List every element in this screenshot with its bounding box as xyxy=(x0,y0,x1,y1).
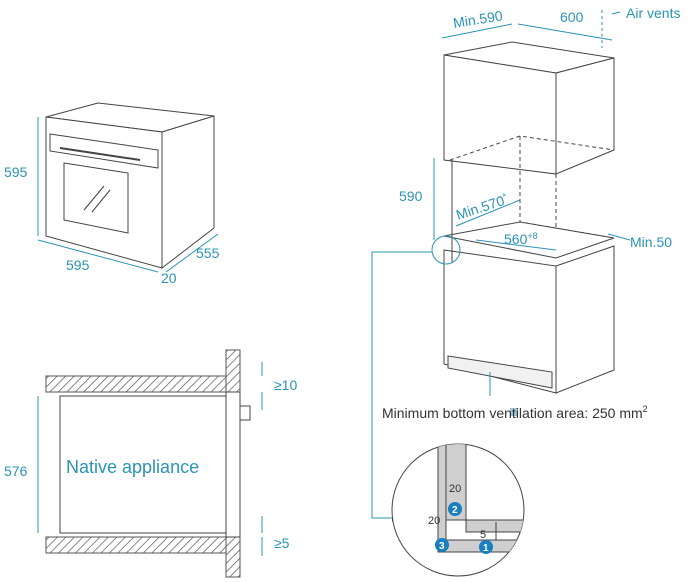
detail-gap-5: 5 xyxy=(480,529,486,541)
appliance-label: Native appliance xyxy=(66,457,199,477)
cabinet-lower-side xyxy=(555,245,615,394)
oven-depth-label: 555 xyxy=(196,245,220,261)
section-height-label: 576 xyxy=(4,463,28,479)
oven-door-window xyxy=(63,162,129,234)
cabinet-upper-side xyxy=(555,57,615,175)
cabinet-3d-view: Min.590 600 Air vents 590 Min.570* 560+8… xyxy=(371,5,680,522)
niche-depth-label: Min.570* xyxy=(454,191,510,223)
cabinet-width-dim-line xyxy=(517,23,613,41)
cabinet-depth-label: Min.590 xyxy=(452,7,504,31)
ventilation-label: Minimum bottom ventilation area: 250 mm2 xyxy=(382,404,648,421)
niche-width-dim-line xyxy=(475,239,557,251)
oven-door-label: 20 xyxy=(161,270,177,286)
side-gap-dim-line xyxy=(607,233,631,241)
detail-view: 20 20 5 2 3 1 xyxy=(391,443,525,577)
bottom-vent-opening xyxy=(447,355,553,389)
front-panel-bottom xyxy=(225,536,241,578)
niche-width-label: 560+8 xyxy=(504,231,538,247)
bottom-gap-label: ≥5 xyxy=(274,535,290,551)
top-shelf-section xyxy=(45,375,227,393)
vent-marker xyxy=(510,408,518,416)
air-vents-label: Air vents xyxy=(626,5,680,21)
badge-1 xyxy=(479,540,493,554)
badge-3 xyxy=(435,538,449,552)
oven-height-label: 595 xyxy=(4,164,28,180)
detail-horizontal-20: 20 xyxy=(428,515,440,527)
cabinet-upper-front xyxy=(443,54,557,175)
oven-depth-dim-line xyxy=(165,233,219,273)
oven-width-label: 595 xyxy=(66,257,90,273)
appliance-front xyxy=(225,391,241,538)
oven-3d-view: 595 595 555 20 xyxy=(4,102,220,286)
appliance-handle xyxy=(239,405,251,421)
oven-door-handle xyxy=(59,147,141,161)
svg-text:1: 1 xyxy=(483,543,489,554)
niche-height-label: 590 xyxy=(399,188,423,204)
niche-depth-dim-line xyxy=(455,199,521,227)
badge-2 xyxy=(448,502,462,516)
section-view: Native appliance 576 ≥10 ≥5 xyxy=(4,349,297,578)
niche-floor xyxy=(443,221,615,259)
side-gap-label: Min.50 xyxy=(630,234,672,250)
front-panel-top xyxy=(225,349,241,393)
cabinet-depth-dim-line xyxy=(441,23,513,39)
detail-leader-line xyxy=(371,251,432,519)
bottom-shelf-section xyxy=(45,536,227,554)
detail-vertical-20: 20 xyxy=(449,483,461,495)
detail-callout-circle xyxy=(431,235,461,265)
cabinet-width-label: 600 xyxy=(560,9,584,25)
svg-text:2: 2 xyxy=(452,505,458,516)
oven-width-dim-line xyxy=(37,239,159,273)
top-gap-label: ≥10 xyxy=(274,377,297,393)
svg-text:3: 3 xyxy=(439,541,445,552)
